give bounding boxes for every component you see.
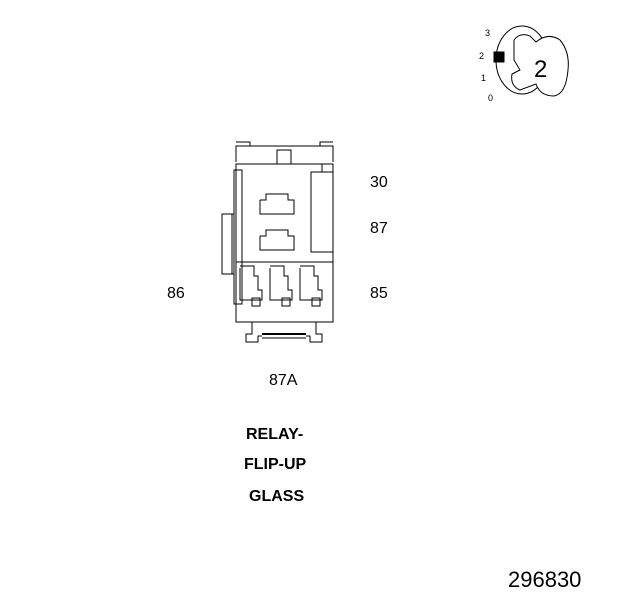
cavity-87a [269,265,293,301]
key-position-3: 3 [485,28,491,38]
key-switch-icon [493,25,569,97]
cavity-86 [239,265,263,301]
left-lock [221,213,233,275]
bottom-foot-right [306,322,323,343]
top-flange [235,141,251,162]
top-flange-right [319,141,334,162]
key-position-0: 0 [488,93,494,103]
terminal-label-87a: 87A [269,372,298,389]
cavity-85 [299,265,323,301]
bottom-foot-left [245,322,262,343]
reference-number: 296830 [508,567,582,592]
title-line-3: GLASS [249,488,305,505]
left-rail [233,169,243,305]
terminal-label-86: 86 [167,285,185,302]
terminal-label-85: 85 [370,285,388,302]
title-line-2: FLIP-UP [244,456,307,473]
title-line-1: RELAY- [246,426,304,443]
connector-body [235,163,334,323]
key-position-2: 2 [479,51,485,61]
terminal-label-87: 87 [370,220,388,237]
top-latch [276,149,292,165]
key-position-1: 1 [481,73,487,83]
cavity-30 [310,171,333,253]
terminal-label-30: 30 [370,174,388,191]
cavity-upper [259,193,295,215]
key-number: 2 [534,56,548,83]
cavity-87 [259,229,295,251]
